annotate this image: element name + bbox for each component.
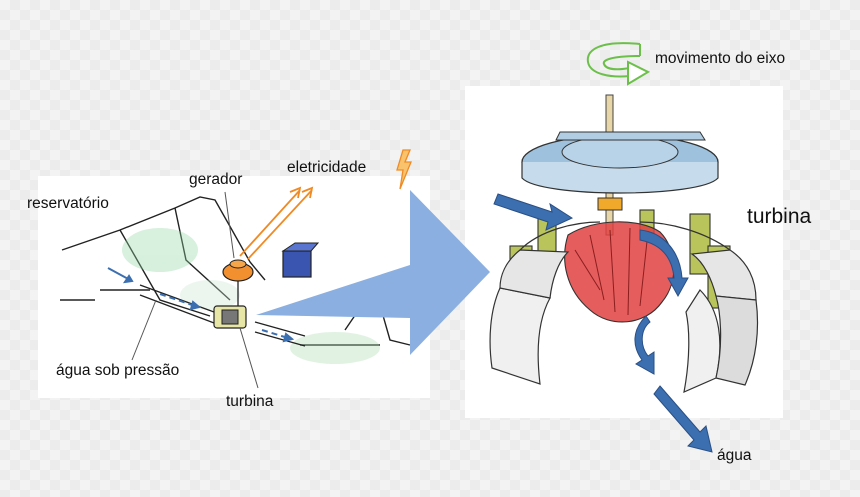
label-turbina-big: turbina xyxy=(747,205,812,228)
water-flow-arrows xyxy=(107,267,295,343)
generator xyxy=(222,259,254,282)
turbine-runner xyxy=(564,221,675,323)
label-agua: água xyxy=(717,447,752,464)
transformer-box xyxy=(281,242,320,278)
spiral-casing xyxy=(519,221,731,251)
zoom-arrow xyxy=(256,190,490,355)
small-turbine xyxy=(213,305,247,329)
turbine-housing xyxy=(489,249,759,394)
turbine-flow-arrows xyxy=(493,193,713,453)
label-turbina-small: turbina xyxy=(226,393,274,410)
leader-lines xyxy=(131,191,259,389)
terrain-wash xyxy=(122,228,380,364)
shaft-collar xyxy=(597,197,623,211)
label-gerador: gerador xyxy=(189,171,243,188)
label-reservatorio: reservatório xyxy=(27,195,109,212)
lightning-icon xyxy=(396,149,412,190)
label-agua-sob-pressao: água sob pressão xyxy=(56,362,180,379)
rotation-arrow-icon xyxy=(586,42,651,86)
penstock-pipe xyxy=(139,284,306,347)
label-eletricidade: eletricidade xyxy=(287,159,367,176)
electricity-arrows xyxy=(239,186,314,260)
generator-disc xyxy=(521,131,719,194)
label-movimento-do-eixo: movimento do eixo xyxy=(655,50,786,67)
